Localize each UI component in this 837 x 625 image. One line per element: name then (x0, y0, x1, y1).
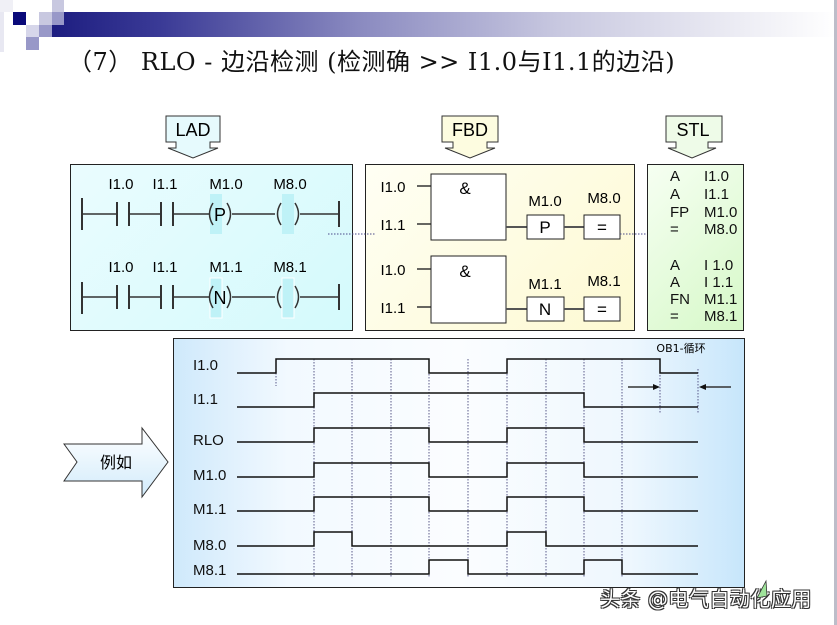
decor-square (26, 25, 39, 37)
lad-diagram: P I1.0 I1.1 M1.0 M8.0 N I1.0 I1.1 M1.1 M… (81, 176, 340, 319)
signal-label: M1.1 (193, 501, 226, 518)
decor-square (26, 37, 39, 50)
coil-label: M1.0 (209, 176, 242, 193)
decor-square (39, 25, 52, 37)
stl-operand: M8.1 (704, 308, 738, 325)
signal-waveform-i1-1 (237, 392, 698, 408)
slide-title: （7） RLO - 边沿检测 (检测确 >> I1.0与I1.1的边沿) (68, 48, 676, 76)
input-label: I1.0 (380, 262, 405, 279)
watermark: 头条 @电气自动化应用 (600, 587, 812, 611)
and-gate-symbol: & (459, 262, 471, 281)
signal-label: M8.1 (193, 562, 226, 579)
edge-symbol: P (539, 218, 550, 237)
assign-box (583, 296, 621, 322)
lad-callout: LAD (165, 115, 221, 159)
lad-rung-1: P I1.0 I1.1 M1.0 M8.0 (81, 176, 340, 234)
contact-label: I1.1 (152, 259, 177, 276)
contact-label: I1.1 (152, 176, 177, 193)
signal-waveform-m8-0 (237, 531, 698, 547)
highlight (281, 277, 295, 319)
coil-label: M1.1 (209, 259, 242, 276)
contact-label: I1.0 (108, 176, 133, 193)
stl-callout-label: STL (676, 120, 709, 140)
leaf-icon (756, 579, 768, 599)
lad-callout-label: LAD (175, 120, 210, 140)
lad-rung-2: N I1.0 I1.1 M1.1 M8.1 (81, 259, 340, 319)
signal-label: I1.0 (193, 357, 218, 374)
coil-label: M8.1 (273, 259, 306, 276)
stl-operand: M1.0 (704, 204, 738, 221)
cycle-arrow-right (699, 384, 731, 390)
output-addr-label: M8.1 (587, 273, 620, 290)
coil-n (208, 285, 214, 309)
output-coil (276, 285, 282, 309)
signal-waveform-m1-0 (237, 462, 698, 478)
stl-panel: A I1.0 A I1.1 FP M1.0 = M8.0 A I 1.0 A I… (647, 164, 744, 331)
decor-square (52, 12, 64, 25)
stl-op: = (670, 221, 679, 238)
signal-waveform-m1-1 (237, 496, 698, 512)
stl-operand: I1.0 (704, 168, 730, 185)
decor-square (13, 12, 26, 25)
cycle-arrow-left (628, 384, 660, 390)
stl-op: A (670, 168, 681, 185)
coil-symbol: N (214, 288, 227, 308)
stl-op: FN (670, 291, 690, 308)
stl-op: = (670, 308, 679, 325)
fbd-callout: FBD (441, 115, 499, 159)
input-label: I1.0 (380, 179, 405, 196)
signal-waveform-i1-0 (237, 358, 698, 374)
edge-addr-label: M1.1 (528, 276, 561, 293)
decor-square (0, 12, 4, 52)
input-label: I1.1 (380, 300, 405, 317)
output-addr-label: M8.0 (587, 190, 620, 207)
fbd-network-1: I1.0 I1.1 & P M1.0 = M8.0 (380, 173, 621, 241)
decor-square (52, 0, 64, 12)
input-label: I1.1 (380, 217, 405, 234)
coil-label: M8.0 (273, 176, 306, 193)
stl-operand: M8.0 (704, 221, 738, 238)
fbd-network-2: I1.0 I1.1 & N M1.1 = M8.1 (380, 255, 621, 324)
signal-waveform-m8-1 (237, 559, 698, 575)
stl-op: A (670, 186, 681, 203)
fbd-diagram: I1.0 I1.1 & P M1.0 = M8.0 I1.0 I1.1 & N … (380, 173, 621, 324)
assign-symbol: = (597, 218, 607, 237)
stl-op: A (670, 274, 681, 291)
stl-operand: I1.1 (704, 186, 730, 203)
stl-op: FP (670, 204, 690, 221)
signal-label: M1.0 (193, 467, 226, 484)
and-gate-box (430, 173, 507, 241)
edge-addr-label: M1.0 (528, 193, 561, 210)
and-gate-box (430, 255, 507, 324)
assign-box (583, 214, 621, 240)
slide-edge (834, 0, 837, 625)
stl-operand: I 1.1 (704, 274, 734, 291)
contact-label: I1.0 (108, 259, 133, 276)
coil-symbol: P (214, 205, 226, 225)
fbd-callout-label: FBD (452, 120, 488, 140)
stl-callout: STL (665, 115, 723, 159)
stl-operand: M1.1 (704, 291, 738, 308)
edge-symbol: N (539, 300, 551, 319)
coil-p (208, 202, 214, 226)
signal-label: RLO (193, 432, 224, 449)
signal-label: M8.0 (193, 537, 226, 554)
cycle-label: OB1-循环 (656, 342, 705, 355)
stl-op: A (670, 257, 681, 274)
assign-symbol: = (597, 300, 607, 319)
signal-waveform-rlo (237, 427, 698, 443)
panel-connector (328, 233, 670, 235)
output-coil (276, 202, 282, 226)
example-label: 例如 (100, 453, 132, 472)
highlight (282, 194, 294, 234)
decor-square (39, 12, 52, 25)
title-banner-bar (40, 12, 837, 37)
decor-square (0, 0, 13, 12)
and-gate-symbol: & (459, 179, 471, 198)
example-arrow: 例如 (63, 426, 169, 499)
stl-operand: I 1.0 (704, 257, 734, 274)
signal-label: I1.1 (193, 391, 218, 408)
